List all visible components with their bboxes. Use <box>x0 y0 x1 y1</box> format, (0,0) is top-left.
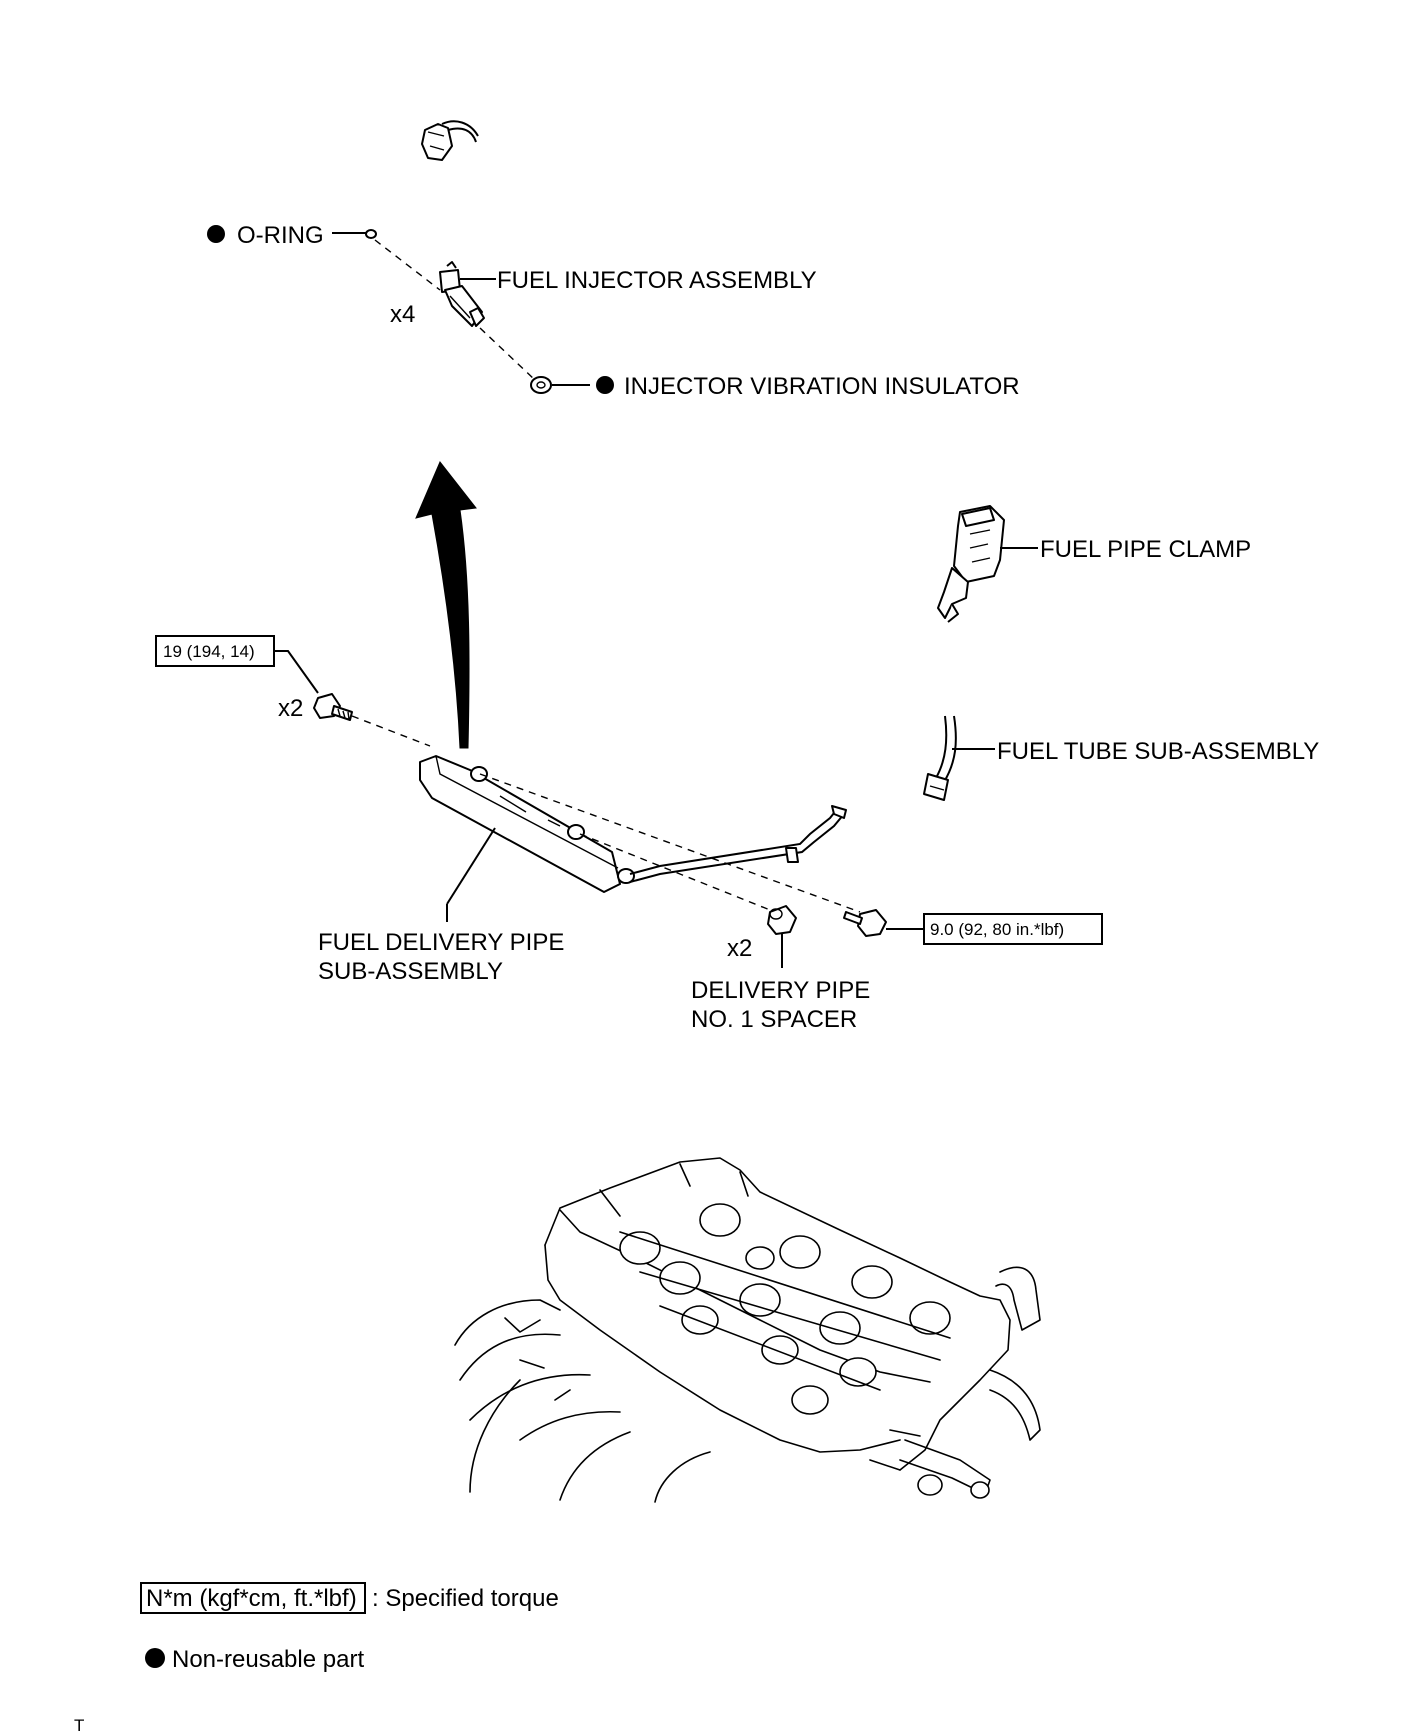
spacer-part <box>767 905 797 935</box>
delivery-pipe-label-2: SUB-ASSEMBLY <box>318 958 503 985</box>
fuel-pipe-clamp-label: FUEL PIPE CLAMP <box>1040 536 1251 563</box>
injector-insulator-label: INJECTOR VIBRATION INSULATOR <box>624 373 1020 400</box>
fuel-injector-label: FUEL INJECTOR ASSEMBLY <box>497 267 817 294</box>
torque-delivery-bolt: 19 (194, 14) <box>163 642 255 661</box>
non-reusable-legend-icon <box>145 1648 165 1668</box>
fuel-pipe-clamp-part <box>937 505 1005 623</box>
torque-box-bracket-bolt <box>923 913 1103 945</box>
pipe-axis-spacer <box>579 833 771 911</box>
spacer-label-2: NO. 1 SPACER <box>691 1006 857 1033</box>
fuel-injector-part <box>439 261 485 327</box>
torque-legend-box <box>140 1582 366 1614</box>
footer-mark: T <box>74 1716 84 1734</box>
torque-bracket-bolt: 9.0 (92, 80 in.*lbf) <box>930 920 1064 939</box>
insulator-part <box>530 376 552 394</box>
o-ring-part <box>365 229 377 239</box>
fuel-delivery-pipe-part <box>419 755 847 893</box>
fuel-tube-part <box>923 715 957 801</box>
non-reusable-icon <box>596 376 614 394</box>
delivery-pipe-bolt-part <box>313 693 353 721</box>
fuel-tube-label: FUEL TUBE SUB-ASSEMBLY <box>997 738 1319 765</box>
bolt-qty: x2 <box>278 695 303 722</box>
removal-direction-arrow <box>415 461 477 749</box>
pipe-axis-bracket <box>479 773 861 913</box>
bracket-bolt-part <box>843 909 887 937</box>
o-ring-label: O-RING <box>237 222 324 249</box>
nonreusable-legend-desc: Non-reusable part <box>172 1646 364 1673</box>
injector-connector <box>421 120 479 161</box>
torque-legend-unit: N*m (kgf*cm, ft.*lbf) <box>146 1585 357 1612</box>
delivery-pipe-label-1: FUEL DELIVERY PIPE <box>318 929 564 956</box>
bolt-axis <box>351 715 431 747</box>
delivery-pipe-leader-diag <box>446 827 496 905</box>
injector-qty: x4 <box>390 301 415 328</box>
spacer-qty: x2 <box>727 935 752 962</box>
non-reusable-icon <box>207 225 225 243</box>
spacer-label-1: DELIVERY PIPE <box>691 977 870 1004</box>
torque-legend-desc: : Specified torque <box>372 1585 559 1612</box>
torque-leader-delivery-bolt <box>274 650 319 694</box>
injector-axis-lower <box>479 327 536 381</box>
injector-axis-upper <box>374 239 441 291</box>
engine-cylinder-head-illustration <box>454 1157 1041 1503</box>
